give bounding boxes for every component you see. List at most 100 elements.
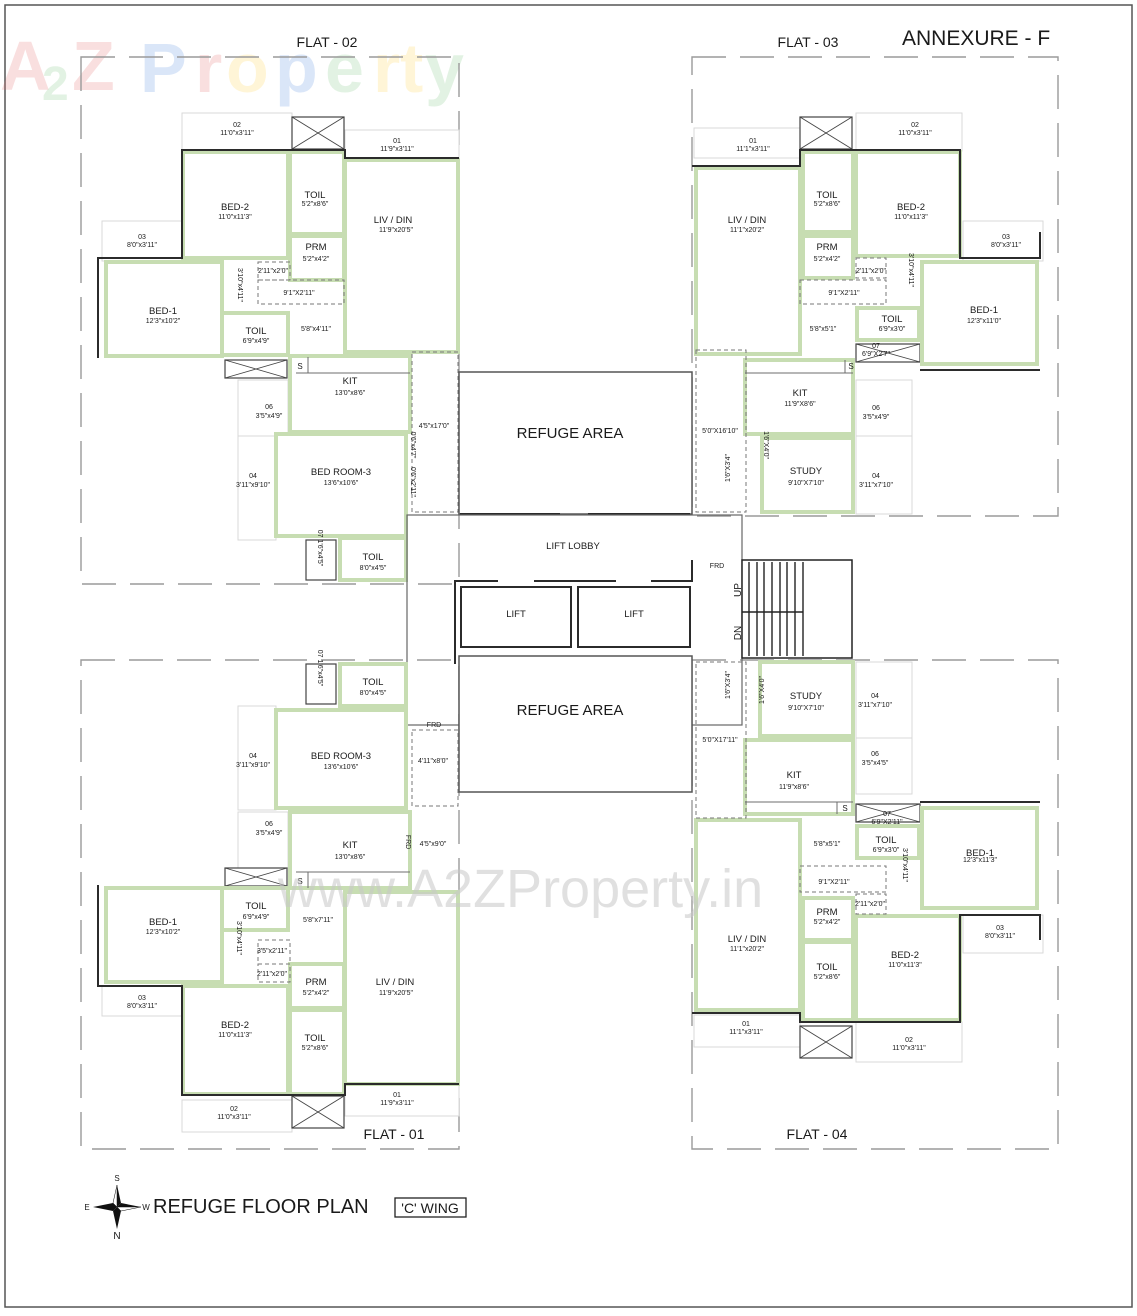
- svg-text:01: 01: [742, 1021, 750, 1028]
- svg-text:LIV / DIN: LIV / DIN: [728, 934, 767, 945]
- svg-text:8'0"x4'5": 8'0"x4'5": [360, 690, 387, 697]
- svg-text:TOIL: TOIL: [363, 677, 384, 688]
- room-bedroom3: [274, 432, 408, 538]
- room-prm: [801, 234, 855, 280]
- svg-text:BED ROOM-3: BED ROOM-3: [311, 467, 371, 478]
- balcony-02: [855, 1021, 963, 1063]
- svg-text:2: 2: [42, 58, 69, 111]
- svg-text:5'8"x5'1": 5'8"x5'1": [810, 326, 837, 333]
- svg-text:4'5"x17'0": 4'5"x17'0": [419, 423, 450, 430]
- svg-text:3'5"x4'9": 3'5"x4'9": [256, 830, 283, 837]
- room-toil-3: [338, 662, 408, 708]
- watermark-logo: A 2 Z P r o p e r t y: [0, 27, 464, 111]
- svg-text:2'11"x2'0": 2'11"x2'0": [257, 971, 288, 978]
- room-bed1: [920, 260, 1039, 366]
- svg-text:TOIL: TOIL: [363, 552, 384, 563]
- flat02-label: FLAT - 02: [297, 34, 358, 50]
- svg-text:5'0"X17'11": 5'0"X17'11": [702, 737, 738, 744]
- svg-text:S: S: [297, 877, 302, 886]
- room-bed2: [181, 984, 290, 1096]
- svg-text:8'0"x3'11": 8'0"x3'11": [127, 1003, 158, 1010]
- flat01-label: FLAT - 01: [364, 1126, 425, 1142]
- svg-text:3'11"x9'10": 3'11"x9'10": [236, 762, 270, 769]
- svg-text:BED-1: BED-1: [149, 917, 177, 928]
- svg-text:3'10"x4'11": 3'10"x4'11": [901, 848, 908, 882]
- balcony-02: [181, 1099, 293, 1133]
- wing-label: 'C' WING: [401, 1200, 458, 1216]
- svg-text:6'9"x3'0": 6'9"x3'0": [879, 326, 906, 333]
- svg-text:KIT: KIT: [343, 840, 358, 851]
- refuge-area-top-label: REFUGE AREA: [517, 425, 624, 442]
- svg-text:11'0"x3'11": 11'0"x3'11": [892, 1045, 926, 1052]
- balcony-03: [962, 220, 1044, 262]
- svg-text:06: 06: [265, 821, 273, 828]
- svg-text:4'11"x8'0": 4'11"x8'0": [418, 758, 449, 765]
- flat03-label: FLAT - 03: [778, 34, 839, 50]
- svg-text:t: t: [400, 29, 423, 107]
- balcony-04: [237, 705, 277, 811]
- svg-text:07 1'6"x4'5": 07 1'6"x4'5": [316, 650, 323, 687]
- svg-text:03: 03: [1002, 234, 1010, 241]
- svg-text:6'9"x4'9": 6'9"x4'9": [243, 338, 270, 345]
- room-toil-2: [855, 306, 921, 342]
- svg-text:3'11"x9'10": 3'11"x9'10": [236, 482, 270, 489]
- svg-text:2'11"x2'0": 2'11"x2'0": [856, 268, 887, 275]
- svg-text:TOIL: TOIL: [876, 835, 897, 846]
- svg-text:11'9"x8'6": 11'9"x8'6": [779, 784, 810, 791]
- svg-text:E: E: [84, 1203, 89, 1212]
- svg-text:N: N: [113, 1231, 120, 1242]
- svg-text:11'0"x3'11": 11'0"x3'11": [217, 1114, 251, 1121]
- svg-text:Z: Z: [72, 27, 115, 105]
- flat03: 01 11'1"x3'11" 02 11'0"x3'11" 03 8'0"x3'…: [692, 112, 1044, 515]
- balcony-03: [962, 914, 1044, 954]
- svg-text:11'1"x20'2": 11'1"x20'2": [730, 227, 764, 234]
- svg-text:03: 03: [996, 925, 1004, 932]
- svg-text:03: 03: [138, 995, 146, 1002]
- room-kit: [743, 358, 855, 436]
- lift-2-label: LIFT: [624, 609, 644, 620]
- flat01: 07 1'6"x4'5" TOIL 8'0"x4'5" 04 3'11"x9'1…: [97, 650, 460, 1133]
- flat04-boundary: [691, 659, 1059, 1150]
- svg-text:TOIL: TOIL: [246, 326, 267, 337]
- svg-text:PRM: PRM: [816, 907, 837, 918]
- svg-text:S: S: [842, 804, 847, 813]
- svg-text:TOIL: TOIL: [305, 1033, 326, 1044]
- svg-text:UP: UP: [733, 583, 744, 597]
- svg-text:BED-1: BED-1: [966, 848, 994, 859]
- svg-text:S: S: [848, 362, 853, 371]
- room-toil-2: [855, 824, 921, 860]
- svg-text:12'3"x10'2": 12'3"x10'2": [146, 318, 181, 325]
- staircase[interactable]: UP DN: [733, 559, 853, 659]
- room-toil: [801, 150, 855, 234]
- svg-text:5'2"x4'2": 5'2"x4'2": [814, 256, 841, 263]
- balcony-04: [237, 435, 277, 541]
- balcony-06: [855, 737, 913, 795]
- svg-text:5'2"x8'6": 5'2"x8'6": [302, 201, 329, 208]
- room-study: [758, 660, 855, 738]
- svg-text:DN: DN: [733, 626, 744, 640]
- room-prm: [288, 962, 346, 1010]
- drawing-frame: [4, 4, 1133, 1308]
- svg-text:9'10"X7'10": 9'10"X7'10": [788, 705, 824, 712]
- svg-text:11'1"x3'11": 11'1"x3'11": [736, 146, 770, 153]
- room-liv-din: [343, 158, 460, 354]
- svg-text:3'10"x4'11": 3'10"x4'11": [236, 268, 243, 302]
- room-liv-din: [694, 818, 802, 1012]
- svg-text:13'6"x10'6": 13'6"x10'6": [324, 480, 359, 487]
- svg-text:9'1"X2'11": 9'1"X2'11": [283, 290, 315, 297]
- svg-text:11'0"x11'3": 11'0"x11'3": [218, 1032, 252, 1039]
- svg-text:6'9"x4'9": 6'9"x4'9": [243, 914, 270, 921]
- balcony-01: [693, 1014, 801, 1048]
- plan-title: REFUGE FLOOR PLAN: [153, 1196, 369, 1218]
- refuge-area-bottom-label: REFUGE AREA: [517, 702, 624, 719]
- svg-text:12'3"x10'2": 12'3"x10'2": [146, 929, 181, 936]
- svg-text:LIV / DIN: LIV / DIN: [376, 977, 415, 988]
- balcony-06: [855, 379, 913, 437]
- svg-text:BED-2: BED-2: [897, 202, 925, 213]
- svg-text:STUDY: STUDY: [790, 691, 823, 702]
- svg-text:A: A: [0, 27, 51, 105]
- room-study: [760, 436, 855, 514]
- flat03-boundary: [691, 56, 1059, 517]
- svg-text:06: 06: [265, 404, 273, 411]
